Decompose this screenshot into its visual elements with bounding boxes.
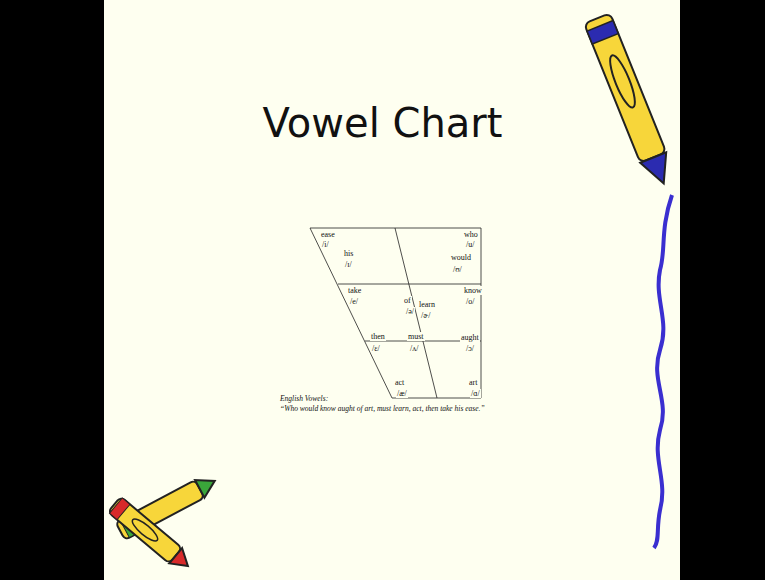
crayon-top: [584, 13, 677, 189]
vowel-word: aught: [460, 333, 480, 342]
crayon-scribble: [654, 195, 672, 548]
vowel-word: act: [394, 378, 405, 387]
ipa-symbol: /i/: [321, 240, 330, 249]
vowel-word: then: [370, 332, 386, 341]
vowel-word: of: [403, 296, 412, 305]
ipa-symbol: /ɪ/: [344, 260, 353, 269]
ipa-symbol: /ʌ/: [409, 344, 419, 353]
slide-title: Vowel Chart: [0, 100, 765, 146]
ipa-symbol: /ɛ/: [371, 344, 381, 353]
ipa-symbol: /ɑ/: [470, 389, 481, 398]
crayons-bottom: [108, 472, 220, 574]
vowel-word: art: [468, 378, 478, 387]
ipa-symbol: /e/: [349, 297, 359, 306]
vowel-word: must: [407, 332, 425, 341]
vowel-trapezoid: [310, 228, 481, 398]
ipa-symbol: /ʊ/: [452, 265, 463, 274]
ipa-symbol: /æ/: [396, 389, 408, 398]
ipa-symbol: /u/: [465, 240, 475, 249]
ipa-symbol: /ɚ/: [420, 311, 431, 320]
vowel-word: ease: [320, 230, 336, 239]
vowel-word: learn: [418, 300, 436, 309]
ipa-symbol: /ɔ/: [465, 344, 475, 353]
ipa-symbol: /o/: [465, 297, 475, 306]
vowel-word: would: [450, 253, 472, 262]
chart-caption: English Vowels:: [280, 394, 328, 403]
vowel-word: who: [463, 230, 479, 239]
ipa-symbol: /ə/: [405, 307, 415, 316]
vowel-word: his: [343, 249, 354, 258]
vowel-word: take: [347, 286, 362, 295]
caption-quote: “Who would know aught of art, must learn…: [280, 404, 485, 413]
slide-ground: [104, 0, 680, 580]
vowel-word: know: [463, 286, 483, 295]
